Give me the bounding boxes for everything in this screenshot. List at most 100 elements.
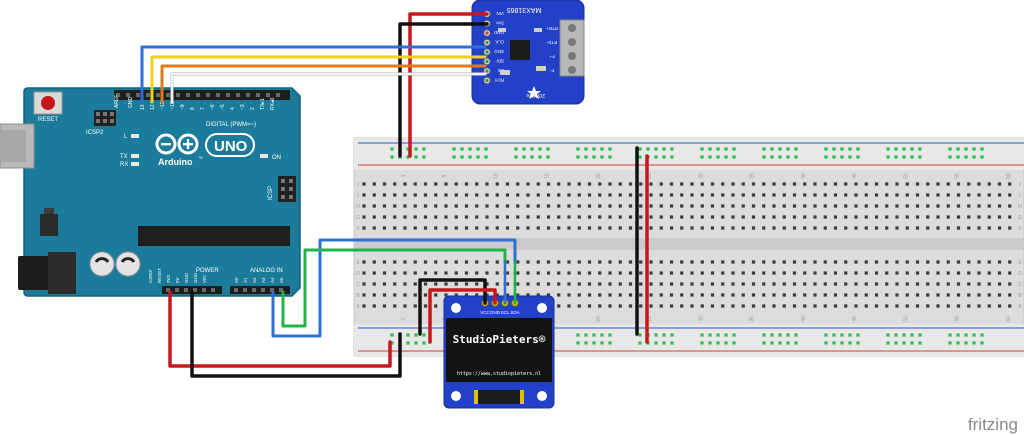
breadboard-hole[interactable] [762,271,766,275]
breadboard-hole[interactable] [885,193,889,197]
breadboard-hole[interactable] [792,204,797,208]
rail-hole-connected[interactable] [654,155,658,159]
breadboard-hole[interactable] [690,293,694,297]
breadboard-hole[interactable] [495,204,499,208]
breadboard-hole[interactable] [669,304,674,308]
breadboard-hole[interactable] [997,193,1002,197]
breadboard-hole[interactable] [915,204,920,208]
header-pin[interactable] [116,93,120,97]
rail-hole-connected[interactable] [956,147,960,151]
rail-hole-connected[interactable] [848,333,852,337]
breadboard-hole[interactable] [690,271,694,275]
rail-hole-connected[interactable] [514,155,518,159]
breadboard-hole[interactable] [762,193,766,197]
breadboard-hole[interactable] [792,282,797,286]
breadboard-hole[interactable] [382,226,387,230]
breadboard-hole[interactable] [444,282,448,286]
rail-hole-connected[interactable] [452,147,456,151]
breadboard-hole[interactable] [792,182,797,186]
breadboard-hole[interactable] [772,226,776,230]
breadboard-hole[interactable] [485,215,489,219]
breadboard-hole[interactable] [536,226,540,230]
breadboard-hole[interactable] [885,260,889,264]
rail-hole-connected[interactable] [638,333,642,337]
breadboard-hole[interactable] [393,293,397,297]
breadboard-hole[interactable] [803,282,807,286]
rail-hole-connected[interactable] [902,341,906,345]
breadboard-hole[interactable] [700,282,704,286]
breadboard-hole[interactable] [608,193,612,197]
breadboard-hole[interactable] [946,282,950,286]
rail-hole-connected[interactable] [732,147,736,151]
breadboard-hole[interactable] [731,293,735,297]
breadboard-hole[interactable] [823,226,827,230]
header-pin[interactable] [156,93,160,97]
breadboard-hole[interactable] [844,215,848,219]
breadboard-hole[interactable] [659,260,663,264]
breadboard-hole[interactable] [741,271,745,275]
header-pin[interactable] [270,288,274,292]
header-pin[interactable] [166,93,170,97]
breadboard-hole[interactable] [475,182,479,186]
rail-hole-connected[interactable] [700,341,704,345]
breadboard-hole[interactable] [475,260,479,264]
rail-hole-connected[interactable] [530,147,534,151]
breadboard-hole[interactable] [1008,193,1012,197]
breadboard-hole[interactable] [382,260,387,264]
breadboard-hole[interactable] [454,260,458,264]
breadboard-hole[interactable] [844,304,848,308]
rail-hole-connected[interactable] [654,333,658,337]
rail-hole-connected[interactable] [390,147,394,151]
breadboard-hole[interactable] [362,193,366,197]
breadboard-hole[interactable] [680,226,684,230]
breadboard-hole[interactable] [977,260,981,264]
breadboard-hole[interactable] [854,204,858,208]
breadboard-hole[interactable] [382,304,387,308]
breadboard-hole[interactable] [905,204,909,208]
breadboard-hole[interactable] [628,293,633,297]
breadboard-hole[interactable] [710,282,715,286]
breadboard-hole[interactable] [885,226,889,230]
breadboard-hole[interactable] [475,271,479,275]
breadboard-hole[interactable] [741,260,745,264]
breadboard-hole[interactable] [762,182,766,186]
breadboard-hole[interactable] [690,260,694,264]
breadboard-hole[interactable] [710,271,715,275]
breadboard-hole[interactable] [567,271,571,275]
breadboard-hole[interactable] [844,182,848,186]
breadboard-hole[interactable] [516,282,520,286]
breadboard-hole[interactable] [751,271,756,275]
breadboard-hole[interactable] [987,204,991,208]
breadboard-hole[interactable] [926,282,930,286]
breadboard-hole[interactable] [680,293,684,297]
breadboard-hole[interactable] [536,293,540,297]
breadboard-hole[interactable] [854,304,858,308]
breadboard-hole[interactable] [833,271,838,275]
breadboard-hole[interactable] [639,182,643,186]
breadboard-hole[interactable] [936,193,940,197]
breadboard-hole[interactable] [782,204,786,208]
breadboard-hole[interactable] [475,215,479,219]
breadboard-hole[interactable] [475,293,479,297]
breadboard-hole[interactable] [772,182,776,186]
rail-hole-connected[interactable] [716,341,720,345]
header-pin[interactable] [193,288,197,292]
rail-hole-connected[interactable] [840,333,844,337]
rail-hole-connected[interactable] [918,147,922,151]
header-pin[interactable] [186,93,190,97]
rail-hole-connected[interactable] [662,147,666,151]
breadboard-hole[interactable] [946,193,950,197]
breadboard-hole[interactable] [413,226,417,230]
breadboard-hole[interactable] [669,204,674,208]
breadboard-hole[interactable] [700,226,704,230]
breadboard-hole[interactable] [393,182,397,186]
breadboard-hole[interactable] [905,182,909,186]
breadboard-hole[interactable] [762,260,766,264]
breadboard-hole[interactable] [505,282,510,286]
breadboard-hole[interactable] [546,226,551,230]
rail-hole-connected[interactable] [832,333,836,337]
breadboard-hole[interactable] [649,193,653,197]
breadboard-hole[interactable] [854,282,858,286]
breadboard-hole[interactable] [731,215,735,219]
breadboard-hole[interactable] [997,215,1002,219]
